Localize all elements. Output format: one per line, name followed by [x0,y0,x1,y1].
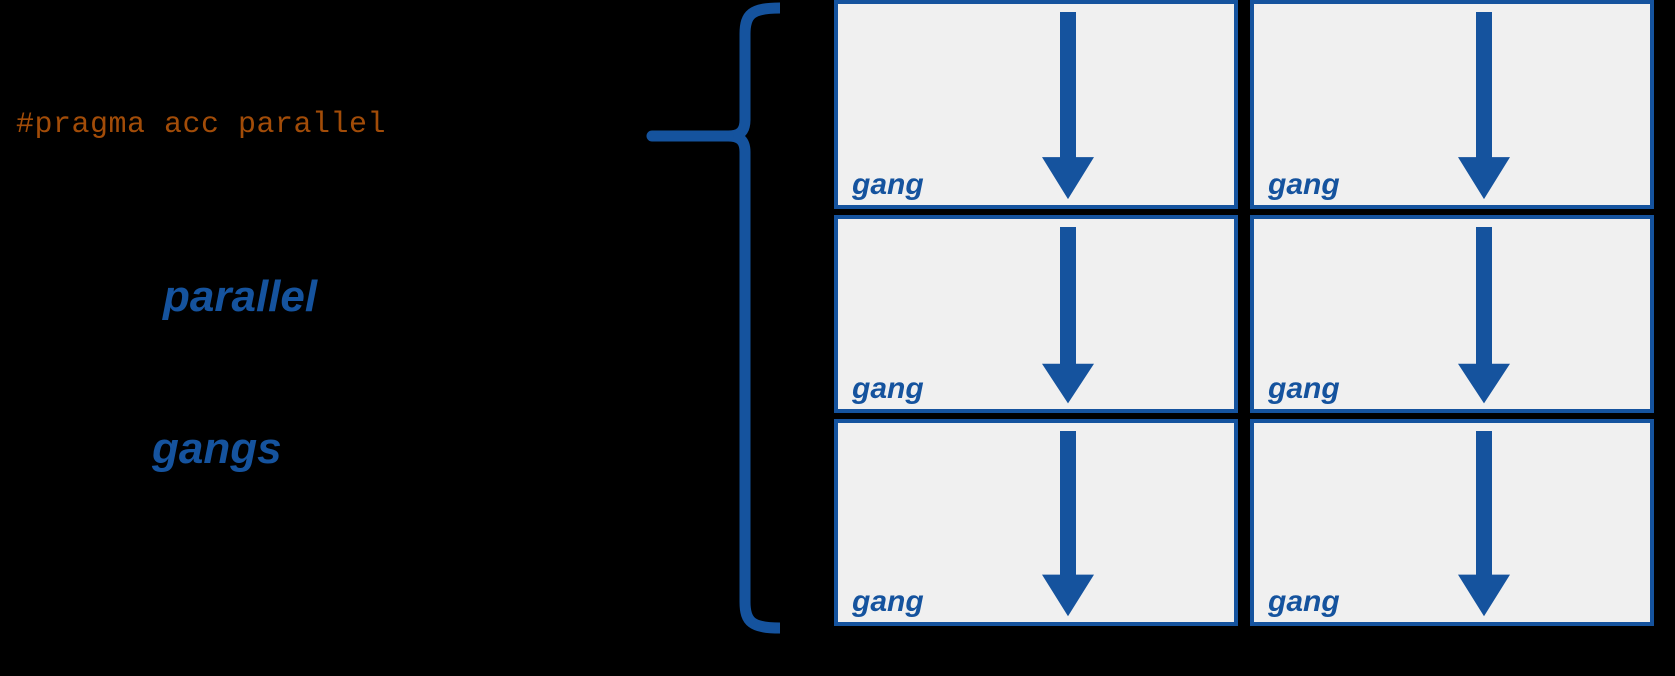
gang-box: gang [834,0,1238,209]
curly-brace-icon [646,2,780,634]
label-gangs: gangs [152,424,282,473]
down-arrow-icon [1038,431,1098,620]
gang-label: gang [852,372,924,405]
gang-box: gang [834,215,1238,413]
gang-box: gang [1250,215,1654,413]
down-arrow-icon [1454,227,1514,407]
gang-grid: gang gang gang gang [834,0,1675,626]
gang-box: gang [1250,419,1654,626]
gang-box: gang [834,419,1238,626]
gang-label: gang [852,168,924,201]
down-arrow-icon [1038,12,1098,203]
gang-label: gang [852,585,924,618]
down-arrow-icon [1038,227,1098,407]
down-arrow-icon [1454,431,1514,620]
down-arrow-icon [1454,12,1514,203]
gang-label: gang [1268,585,1340,618]
gang-box: gang [1250,0,1654,209]
gang-label: gang [1268,372,1340,405]
gang-label: gang [1268,168,1340,201]
label-parallel: parallel [163,272,318,321]
pragma-code-text: #pragma acc parallel [16,108,387,142]
